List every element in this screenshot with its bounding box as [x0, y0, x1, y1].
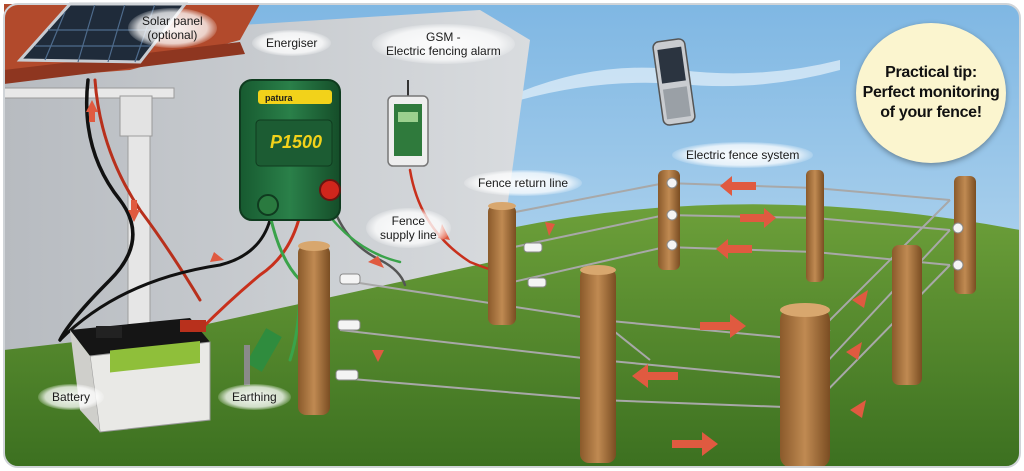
- label-battery: Battery: [38, 384, 105, 410]
- battery: [70, 318, 211, 433]
- tip-line3: of your fence!: [880, 104, 982, 121]
- label-energiser: Energiser: [252, 30, 332, 56]
- solar-wire-red: [93, 78, 202, 302]
- gsm-alarm-device: [387, 80, 429, 167]
- battery-wire-red: [198, 213, 302, 332]
- label-solar-panel: Solar panel (optional): [128, 8, 217, 48]
- fence-posts: [298, 170, 976, 468]
- label-solar-line2: (optional): [147, 28, 198, 42]
- insulators: [335, 177, 964, 381]
- energiser-brand: patura: [265, 93, 294, 103]
- downpipe: [3, 87, 175, 347]
- current-arrows: [86, 100, 868, 456]
- tip-line2: Perfect monitoring: [862, 84, 1000, 101]
- label-gsm-line2: Electric fencing alarm: [386, 44, 501, 58]
- practical-tip-bubble: Practical tip: Perfect monitoring of you…: [856, 23, 1006, 163]
- label-supply-line1: Fence: [391, 214, 426, 228]
- label-fence-system: Electric fence system: [672, 142, 814, 168]
- label-supply-line2: supply line: [380, 228, 437, 242]
- battery-wire-black: [58, 218, 272, 342]
- mobile-phone: [652, 38, 696, 126]
- label-earthing: Earthing: [218, 384, 291, 410]
- label-fence-supply: Fence supply line: [366, 208, 451, 248]
- label-gsm-line1: GSM -: [426, 30, 461, 44]
- label-fence-return: Fence return line: [464, 170, 583, 196]
- tip-line1: Practical tip:: [885, 64, 977, 81]
- label-solar-line1: Solar panel: [142, 14, 203, 28]
- energiser-device: patura P1500: [239, 79, 341, 221]
- label-gsm-alarm: GSM - Electric fencing alarm: [372, 24, 515, 64]
- energiser-model: P1500: [270, 132, 322, 152]
- earthing-clamp: [244, 328, 282, 385]
- solar-wire-black: [58, 78, 135, 342]
